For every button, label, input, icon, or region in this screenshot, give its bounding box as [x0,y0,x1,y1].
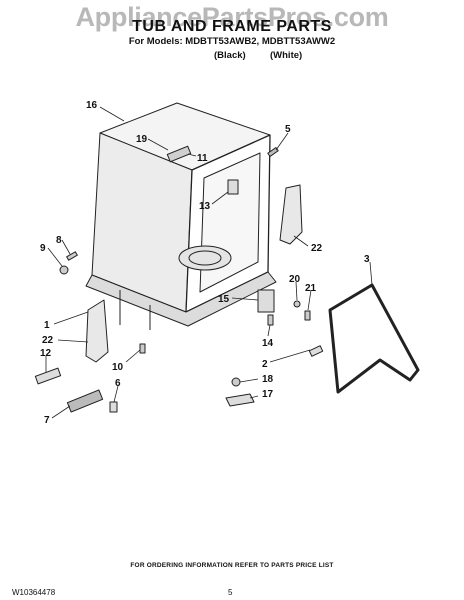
screw-10 [139,343,146,354]
leader-17 [249,395,259,399]
callout-18: 18 [262,374,274,385]
callout-11: 11 [197,153,208,164]
leader-8 [61,239,71,255]
watermark: AppliancePartsPros.com [75,2,389,32]
bracket-22-left [85,299,109,363]
document-number: W10364478 [12,588,56,597]
callout-19: 19 [136,134,148,145]
washer-20 [293,300,301,308]
page-title: TUB AND FRAME PARTS [132,18,332,35]
callout-1: 1 [44,320,50,331]
leader-7 [51,405,71,419]
bracket-22-right [279,184,303,245]
screw-14 [267,314,274,326]
callout-14: 14 [262,338,274,349]
callout-6: 6 [115,378,121,389]
sump-inner [188,250,222,266]
leader-16 [99,106,125,122]
callout-21: 21 [305,283,317,294]
leader-9 [47,247,63,267]
callout-9: 9 [40,243,46,254]
bracket-17 [225,393,255,407]
clip-6 [109,401,118,413]
leader-5 [275,132,289,151]
leader-13 [211,191,229,205]
leveler-12 [34,367,62,385]
callout-17: 17 [262,389,274,400]
callout-10: 10 [112,362,124,373]
leader-2 [269,349,311,363]
leader-14 [267,324,271,337]
tub-sump [178,245,232,271]
bracket-13 [227,179,239,195]
callout-20: 20 [289,274,301,285]
callout-22-right: 22 [311,243,323,254]
leader-3 [369,261,373,286]
page-number: 5 [228,588,233,597]
callout-13: 13 [199,201,211,212]
leader-20 [295,281,298,301]
callout-12: 12 [40,348,52,359]
leader-1 [53,311,89,325]
nut-9 [59,265,69,275]
models-line: For Models: MDBTT53AWB2, MDBTT53AWW2 [128,36,336,47]
ordering-note: FOR ORDERING INFORMATION REFER TO PARTS … [130,562,334,569]
door-gasket-3 [328,283,420,394]
leader-10 [125,349,141,363]
screw-21 [304,310,311,321]
vent-part [166,145,192,163]
toe-panel-7 [66,389,104,413]
leader-15 [231,297,259,301]
leader-18 [239,378,259,383]
leader-21 [307,289,312,311]
variant-white: (White) [270,50,303,61]
variant-black: (Black) [214,50,246,61]
screw-18 [231,377,241,387]
callout-16: 16 [86,100,98,111]
tub-base [85,271,277,327]
callout-8: 8 [56,235,62,246]
leader-11 [187,153,197,157]
leader-6 [113,385,119,403]
callout-2: 2 [262,359,268,370]
hinge-bracket-15 [257,289,275,313]
callout-15: 15 [218,294,230,305]
leader-22-left [57,339,89,343]
callout-7: 7 [44,415,50,426]
leader-22-right [293,235,309,247]
callout-22-left: 22 [42,335,54,346]
screw-8 [66,251,78,261]
latch-2 [308,345,324,357]
callout-3: 3 [364,254,370,265]
callout-5: 5 [285,124,291,135]
leader-19 [147,138,169,151]
